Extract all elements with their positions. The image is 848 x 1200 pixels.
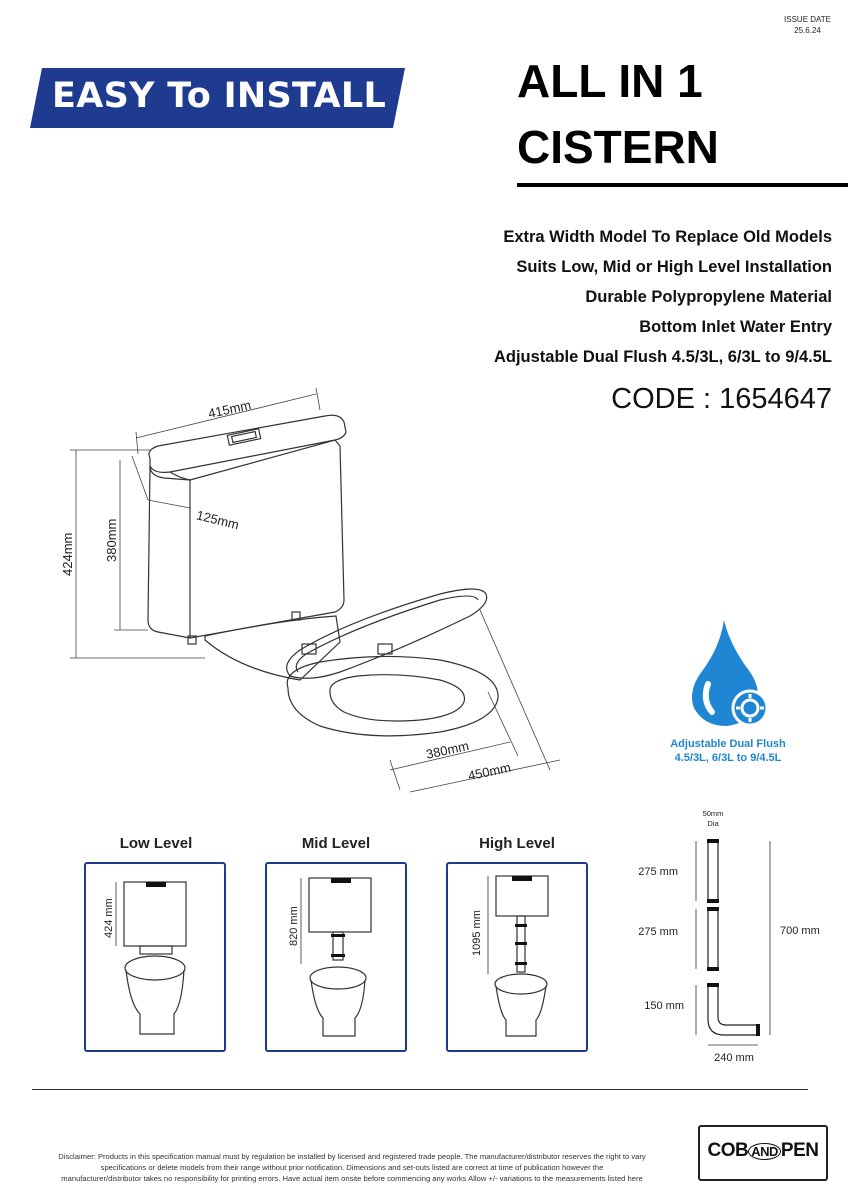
high-level-dimension: 1095 mm <box>471 910 483 956</box>
product-title-line2: CISTERN <box>517 121 719 173</box>
logo-part-left: COB <box>707 1140 749 1161</box>
mid-level-illustration: 820 mm <box>288 877 372 1037</box>
level-panel-high: 1095 mm <box>446 862 588 1052</box>
easy-install-banner <box>30 68 405 128</box>
disclaimer-line: specifications or delete models from the… <box>100 1163 604 1172</box>
mid-level-dimension: 820 mm <box>288 906 300 946</box>
dim-height-body: 380mm <box>104 519 119 562</box>
disclaimer: Disclaimer: Products in this specificati… <box>18 1151 686 1184</box>
pipe-diameter-unit: Dia <box>707 819 719 828</box>
disclaimer-line: Disclaimer: Products in this specificati… <box>58 1152 646 1161</box>
level-panel-low: 424 mm <box>84 862 226 1052</box>
dim-seat-width: 380mm <box>425 738 471 762</box>
footer-divider <box>32 1089 808 1090</box>
feature-list: Extra Width Model To Replace Old Models … <box>494 222 832 372</box>
dim-seat-depth: 450mm <box>467 760 513 784</box>
pipe-total-length: 700 mm <box>780 925 820 937</box>
level-title-high: High Level <box>479 835 555 852</box>
dim-height-total: 424mm <box>60 533 75 576</box>
brand-logo <box>698 1125 828 1181</box>
water-drop-icon <box>692 620 769 727</box>
flush-badge-label: Adjustable Dual Flush 4.5/3L, 6/3L to 9/… <box>660 737 796 765</box>
logo-part-right: PEN <box>780 1140 819 1161</box>
feature-item: Extra Width Model To Replace Old Models <box>503 228 832 246</box>
flush-badge-line1: Adjustable Dual Flush <box>670 738 786 750</box>
issue-date-label: ISSUE DATE <box>784 15 831 24</box>
pipe-section-1: 275 mm <box>638 866 678 878</box>
flush-badge-line2: 4.5/3L, 6/3L to 9/4.5L <box>674 752 782 764</box>
feature-item: Durable Polypropylene Material <box>585 288 832 306</box>
feature-item: Adjustable Dual Flush 4.5/3L, 6/3L to 9/… <box>493 348 832 366</box>
product-code: CODE : 1654647 <box>611 383 832 415</box>
logo-part-middle: AND <box>748 1143 781 1160</box>
pipe-section-3: 150 mm <box>644 1000 684 1012</box>
dim-width-top: 415mm <box>207 397 253 421</box>
issue-date-value: 25.6.24 <box>794 26 821 35</box>
issue-date: ISSUE DATE 25.6.24 <box>784 14 831 36</box>
product-title: ALL IN 1 CISTERN <box>517 48 719 180</box>
product-drawing: 415mm 125mm 424mm 380mm 380mm 450mm <box>60 387 560 793</box>
title-underline <box>517 183 848 187</box>
pipe-bend-width: 240 mm <box>714 1052 754 1064</box>
high-level-illustration: 1095 mm <box>471 875 549 1037</box>
easy-install-text: EASY To INSTALL <box>52 76 387 116</box>
pipe-diagram: 50mm Dia 275 mm 275 mm 150 mm 700 mm 240… <box>638 809 820 1064</box>
disclaimer-line: manufacturer/distributor takes no respon… <box>61 1174 643 1183</box>
level-panel-mid: 820 mm <box>265 862 407 1052</box>
level-title-low: Low Level <box>119 835 193 852</box>
feature-item: Suits Low, Mid or High Level Installatio… <box>516 258 832 276</box>
level-title-mid: Mid Level <box>301 835 371 852</box>
feature-item: Bottom Inlet Water Entry <box>639 318 832 336</box>
product-title-line1: ALL IN 1 <box>517 55 703 107</box>
dim-depth: 125mm <box>195 507 241 532</box>
low-level-illustration: 424 mm <box>103 881 187 1035</box>
pipe-diameter-value: 50mm <box>703 809 724 818</box>
pipe-section-2: 275 mm <box>638 926 678 938</box>
low-level-dimension: 424 mm <box>103 898 115 938</box>
